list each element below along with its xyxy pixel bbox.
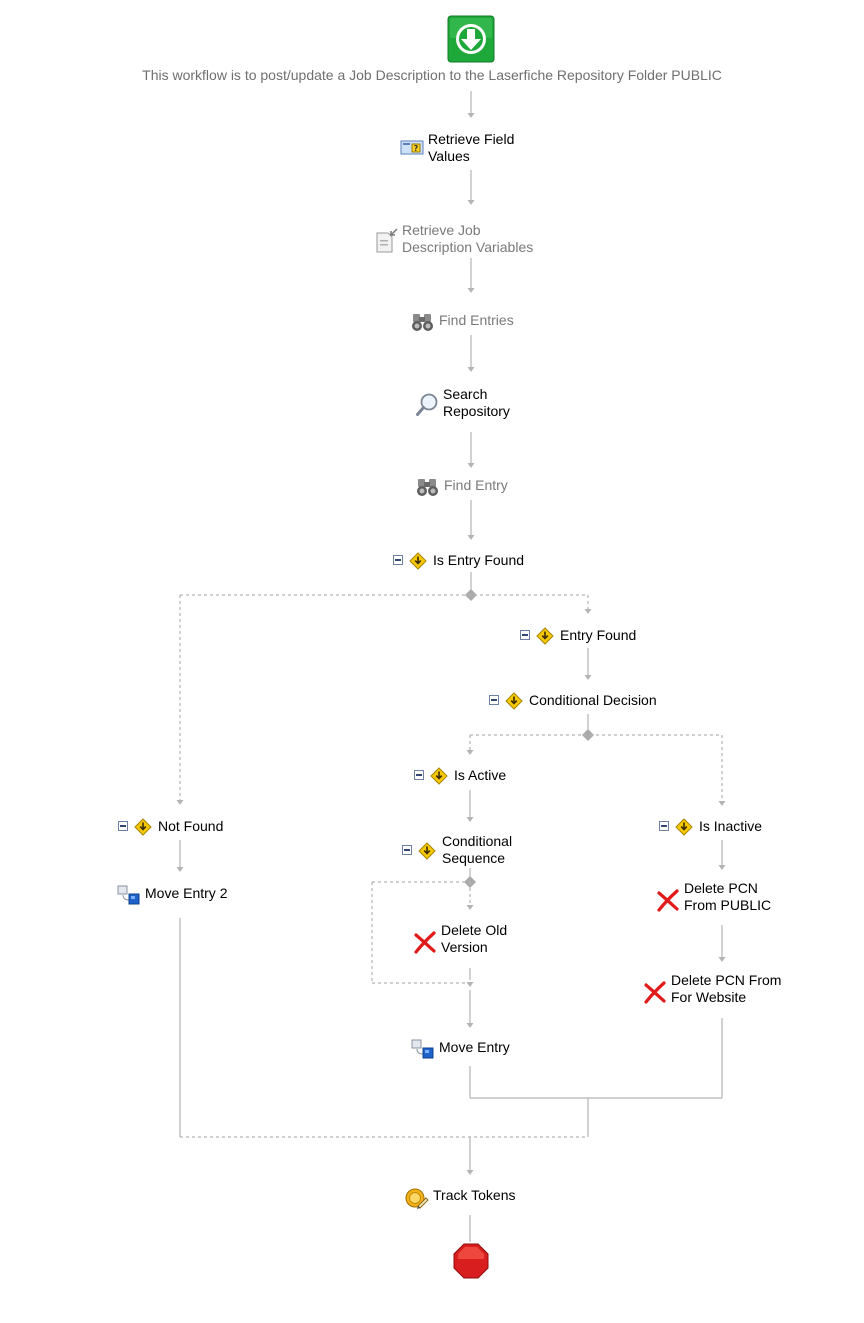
move-entry-icon — [411, 1039, 434, 1059]
connector-arrow-54 — [466, 1170, 474, 1175]
binoculars-icon — [417, 479, 438, 496]
delete-x-icon — [414, 931, 436, 954]
stop-node[interactable] — [453, 1243, 489, 1279]
connector-arrow-18 — [584, 609, 592, 614]
is-active-branch[interactable]: Is Active — [414, 767, 506, 785]
collapse-toggle-icon[interactable] — [520, 630, 530, 640]
decision-diamond-icon — [505, 692, 523, 710]
binoculars-icon — [412, 314, 433, 331]
is-entry-found-decision[interactable]: Is Entry Found — [393, 552, 524, 570]
move-entry-activity[interactable]: Move Entry — [411, 1039, 510, 1059]
is-inactive-branch[interactable]: Is Inactive — [659, 818, 762, 836]
conditional-decision[interactable]: Conditional Decision — [489, 692, 657, 710]
collapse-toggle-icon[interactable] — [659, 821, 669, 831]
magnifier-icon — [416, 393, 438, 416]
delete-x-icon — [644, 981, 666, 1004]
connector-arrow-29 — [466, 817, 474, 822]
connector-arrow-11 — [467, 535, 475, 540]
connector-arrow-9 — [467, 463, 475, 468]
move-entry-icon — [117, 885, 140, 905]
find-entry-activity[interactable]: Find Entry — [416, 477, 508, 497]
connector-arrow-7 — [467, 367, 475, 372]
connector-arrow-42 — [176, 867, 184, 872]
connector-arrow-5 — [467, 288, 475, 293]
svg-text:?: ? — [414, 144, 419, 153]
not-found-branch[interactable]: Not Found — [118, 818, 223, 836]
connector-arrow-3 — [467, 200, 475, 205]
connector-arrow-27 — [718, 801, 726, 806]
collapse-toggle-icon[interactable] — [118, 821, 128, 831]
stop-octagon-icon — [453, 1243, 489, 1279]
connector-arrow-1 — [467, 113, 475, 118]
connector-arrow-16 — [176, 800, 184, 805]
start-node[interactable] — [447, 15, 495, 63]
collapse-toggle-icon[interactable] — [489, 695, 499, 705]
find-entries-activity[interactable]: Find Entries — [411, 312, 514, 332]
connector-arrow-45 — [718, 865, 726, 870]
branch-junction-22 — [582, 729, 594, 741]
connector-arrow-20 — [584, 675, 592, 680]
decision-diamond-icon — [675, 818, 693, 836]
workflow-description: This workflow is to post/update a Job De… — [142, 67, 722, 83]
move-entry-2-activity[interactable]: Move Entry 2 — [117, 885, 227, 905]
collapse-toggle-icon[interactable] — [402, 845, 412, 855]
track-tokens-icon — [405, 1188, 429, 1209]
delete-x-icon — [657, 889, 679, 912]
connector-arrow-38 — [466, 982, 474, 987]
track-tokens-activity[interactable]: Track Tokens — [405, 1187, 515, 1211]
field-values-icon: ? — [400, 140, 424, 155]
collapse-toggle-icon[interactable] — [393, 555, 403, 565]
connector-arrow-40 — [466, 1023, 474, 1028]
document-arrow-icon — [376, 228, 398, 253]
download-arrow-icon — [447, 15, 495, 63]
decision-diamond-icon — [430, 767, 448, 785]
decision-diamond-icon — [409, 552, 427, 570]
decision-diamond-icon — [134, 818, 152, 836]
collapse-toggle-icon[interactable] — [414, 770, 424, 780]
entry-found-branch[interactable]: Entry Found — [520, 627, 636, 645]
connector-arrow-25 — [466, 750, 474, 755]
connector-arrow-36 — [466, 905, 474, 910]
decision-diamond-icon — [536, 627, 554, 645]
connector-arrow-47 — [718, 957, 726, 962]
decision-diamond-icon — [418, 842, 436, 860]
